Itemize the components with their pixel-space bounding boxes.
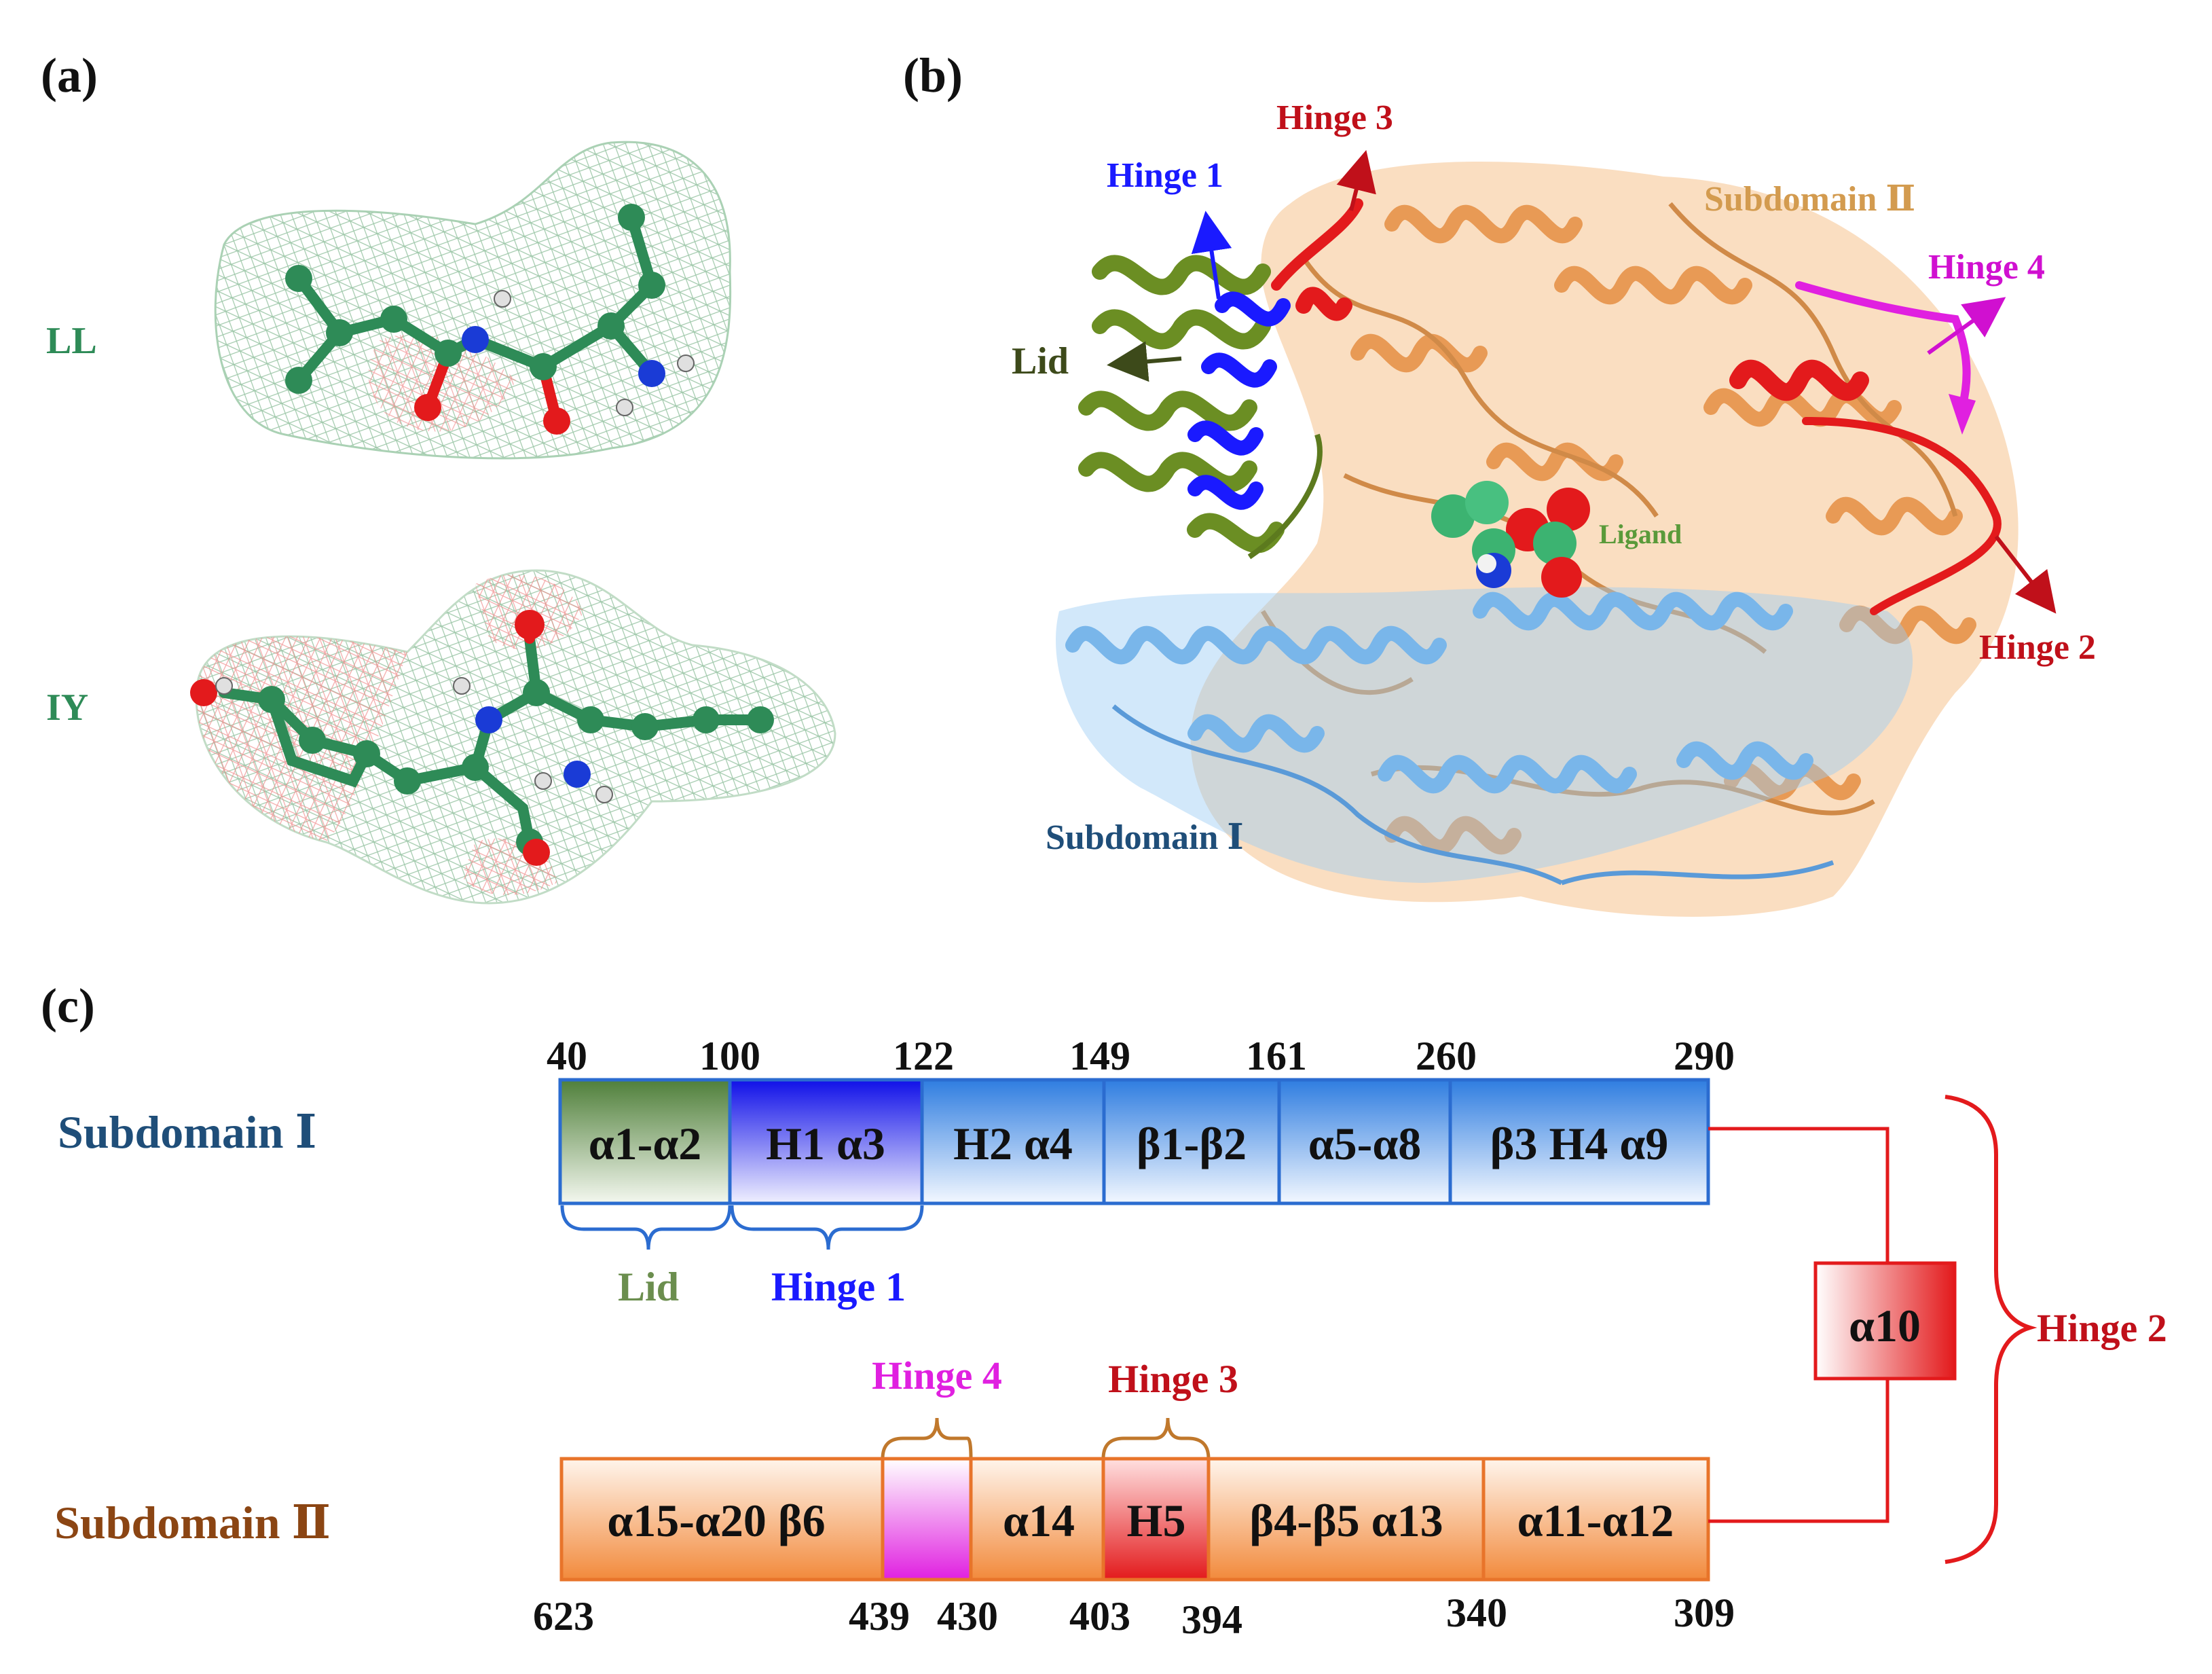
residue-number: 430	[937, 1594, 998, 1639]
subdomain2-helices	[1350, 204, 1976, 855]
segment-label: α1-α2	[589, 1118, 702, 1169]
segment-hinge4	[881, 1457, 973, 1582]
residue-number: 309	[1674, 1590, 1735, 1635]
hinge2-label-b: Hinge 2	[1979, 628, 2096, 667]
segment-label: α14	[1003, 1495, 1075, 1546]
residue-number: 260	[1416, 1034, 1477, 1078]
alpha10-box	[1813, 1261, 1957, 1381]
hinge3-label: Hinge 3	[1276, 98, 1393, 137]
segment-hinge1	[728, 1078, 924, 1205]
residue-number: 161	[1246, 1034, 1307, 1078]
hinge4-ribbon	[1795, 281, 1971, 412]
segment-label: H2 α4	[953, 1118, 1073, 1169]
panel-a-label: (a)	[41, 48, 98, 103]
hinge1-arrow	[1191, 211, 1232, 299]
lid-label: Lid	[1012, 340, 1069, 382]
segment-label: β3 H4 α9	[1490, 1118, 1669, 1169]
residue-number: 149	[1069, 1034, 1130, 1078]
hinge2-brace	[1944, 1095, 2038, 1564]
panel-c: (c) Subdomain Ⅰ 40 100 122 149 161 260 2…	[41, 979, 2167, 1642]
subdomain2-ribbon	[1190, 161, 2019, 917]
brace-label-hinge4: Hinge 4	[872, 1353, 1002, 1398]
ll-molecule	[214, 141, 732, 460]
ligand-label: Ligand	[1599, 519, 1682, 549]
segment-label: H5	[1127, 1495, 1186, 1546]
brace-label-hinge3: Hinge 3	[1108, 1357, 1238, 1401]
hinge1-brace	[730, 1205, 924, 1250]
hinge1-ribbon	[1187, 291, 1291, 510]
subdomain2-bar: α15-α20 β6 α14 H5 β4-β5 α13 α11-α12	[559, 1457, 1710, 1582]
residue-number: 394	[1181, 1597, 1242, 1642]
segment-a11-a12	[1481, 1457, 1710, 1582]
segment-b1-b2	[1102, 1078, 1281, 1205]
segment-b3-h4-a9	[1448, 1078, 1710, 1205]
subdomain1-name: Subdomain Ⅰ	[58, 1106, 316, 1158]
hinge4-strand-arrow	[1949, 394, 1976, 435]
residue-number: 100	[699, 1034, 760, 1078]
segment-h5	[1101, 1457, 1211, 1582]
hinge3-brace	[1101, 1417, 1211, 1459]
subdomain1-helices	[1065, 592, 1813, 794]
segment-lid	[558, 1078, 732, 1205]
hinge2-label-c: Hinge 2	[2037, 1306, 2167, 1350]
brace-label-lid: Lid	[618, 1264, 679, 1309]
residue-number: 122	[893, 1034, 954, 1078]
segment-label: α11-α12	[1517, 1495, 1674, 1546]
subdomain2-label-b: Subdomain Ⅱ	[1704, 180, 1915, 219]
lid-arrow	[1107, 341, 1182, 382]
alpha10-label: α10	[1849, 1300, 1921, 1351]
hinge1-label: Hinge 1	[1107, 156, 1223, 195]
panel-a: (a)	[41, 48, 836, 905]
hinge4-label: Hinge 4	[1928, 248, 2045, 287]
panel-c-label: (c)	[41, 979, 95, 1033]
hinge-red-ribbons	[1271, 198, 2002, 615]
subdomain1-bar: α1-α2 H1 α3 H2 α4 β1-β2 α5-α8 β3 H4 α9	[558, 1078, 1710, 1205]
subdomain2-name: Subdomain Ⅱ	[54, 1497, 331, 1548]
hinge4-arrow	[1927, 297, 2006, 355]
residue-number: 290	[1674, 1034, 1735, 1078]
ll-mesh-surface	[214, 141, 732, 460]
lid-ribbon	[1078, 255, 1323, 560]
segment-a14	[969, 1457, 1105, 1582]
subdomain1-label-b: Subdomain Ⅰ	[1046, 818, 1244, 857]
segment-label: H1 α3	[766, 1118, 885, 1169]
ligand-spheres	[1431, 481, 1590, 598]
panel-b: (b)	[903, 48, 2096, 917]
segment-label: α15-α20 β6	[607, 1495, 825, 1546]
ll-atoms	[285, 204, 695, 435]
segment-b4-b5-a13	[1206, 1457, 1486, 1582]
ligand-label-ll: LL	[46, 320, 97, 362]
subdomain2-residue-numbers: 623 439 430 403 394 340 309	[533, 1590, 1735, 1642]
subdomain1-ribbon	[1056, 587, 1913, 886]
brace-label-hinge1: Hinge 1	[771, 1264, 906, 1309]
residue-number: 40	[547, 1034, 587, 1078]
iy-molecule	[190, 569, 836, 905]
hinge4-brace	[881, 1417, 973, 1459]
segment-label: β1-β2	[1137, 1118, 1247, 1169]
segment-label: α5-α8	[1308, 1118, 1422, 1169]
alpha10-connector	[1708, 1127, 1890, 1523]
segment-label: β4-β5 α13	[1249, 1495, 1443, 1546]
iy-bonds	[219, 633, 766, 848]
residue-number: 340	[1446, 1590, 1507, 1635]
segment-a15-a20-b6	[559, 1457, 885, 1582]
subdomain1-residue-numbers: 40 100 122 149 161 260 290	[547, 1034, 1735, 1078]
residue-number: 403	[1069, 1594, 1130, 1639]
lid-brace	[560, 1205, 732, 1250]
hinge2-arrow	[1994, 535, 2057, 614]
residue-number: 439	[849, 1594, 910, 1639]
panel-b-label: (b)	[903, 48, 963, 103]
iy-atoms	[190, 610, 774, 866]
ligand-label-iy: IY	[46, 687, 88, 729]
hinge3-arrow	[1336, 149, 1376, 211]
residue-number: 623	[533, 1594, 594, 1639]
